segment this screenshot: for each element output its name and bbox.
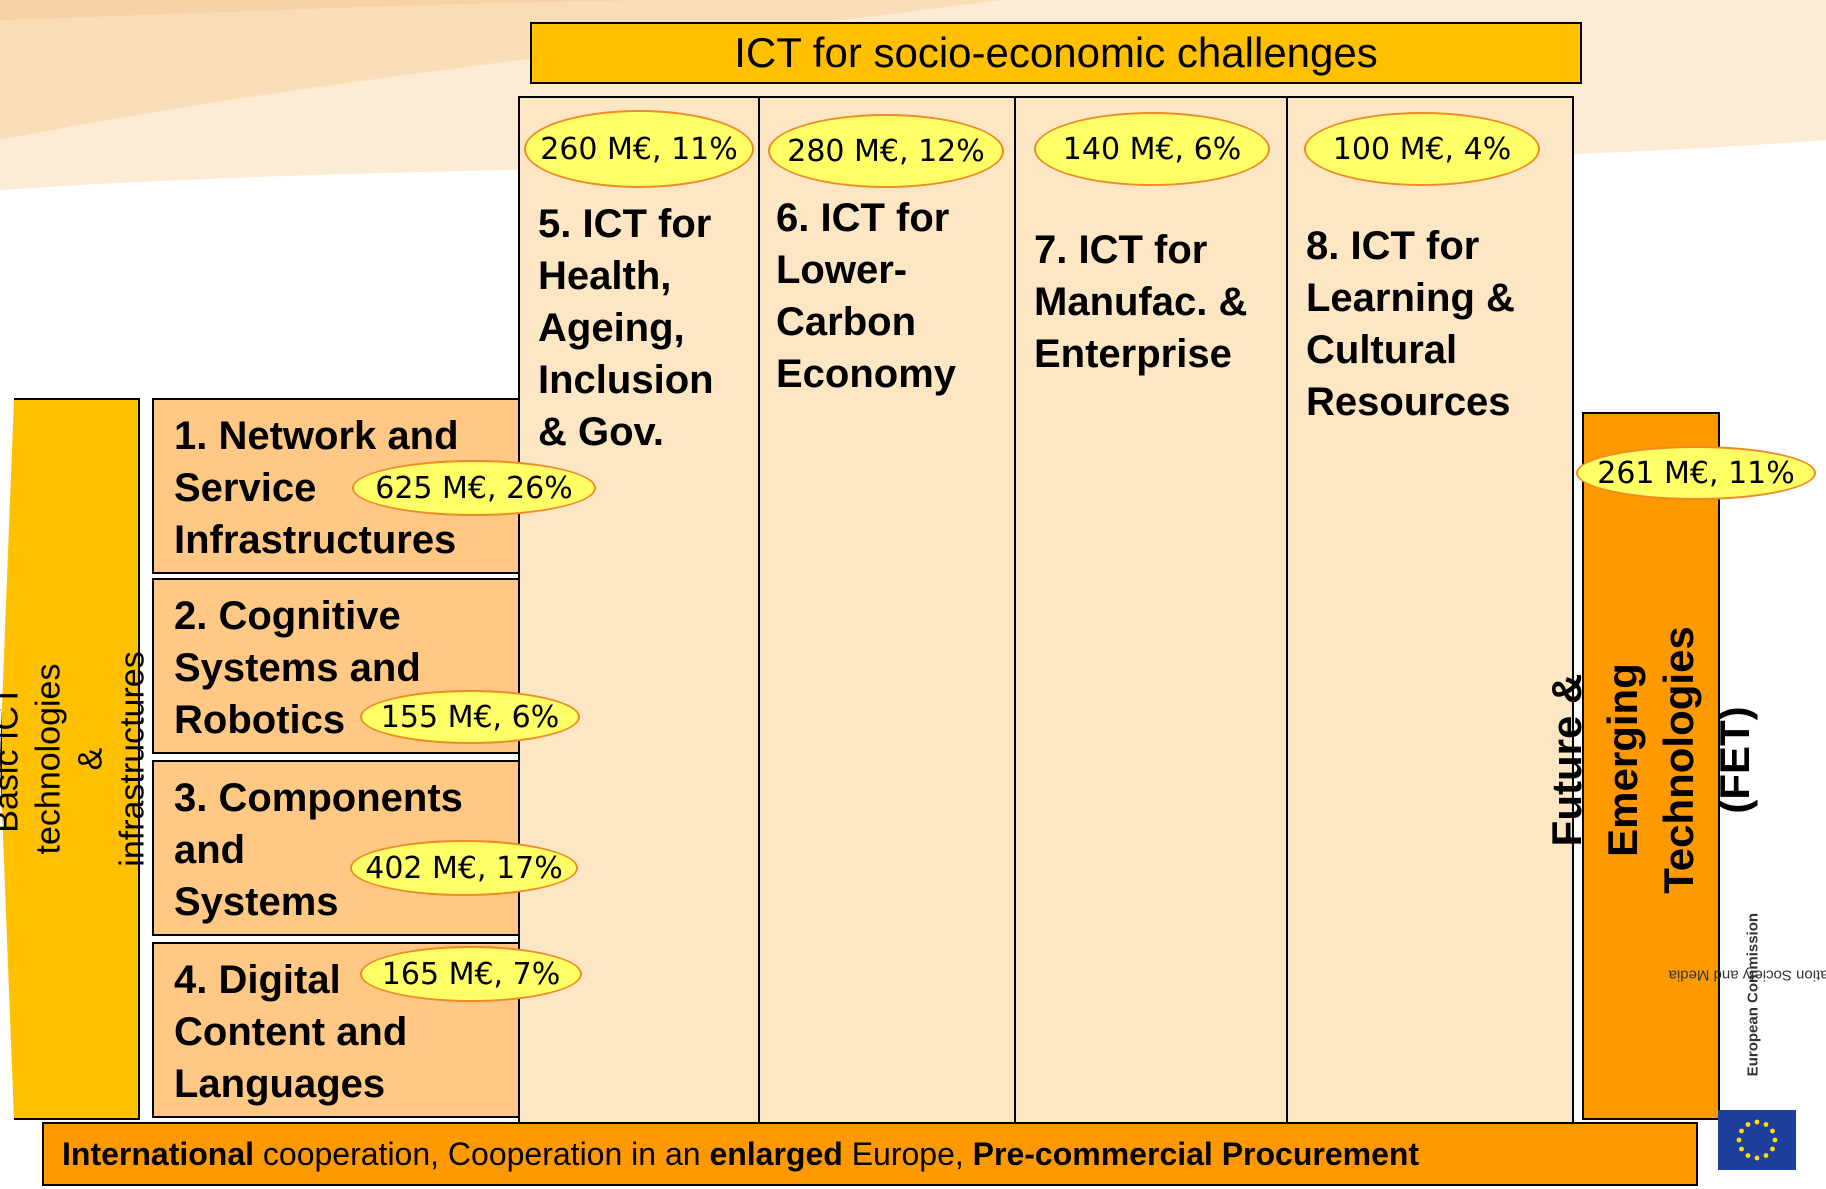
column-7-title: 7. ICT for Manufac. & Enterprise bbox=[1034, 228, 1248, 376]
eu-flag-icon bbox=[1718, 1110, 1796, 1170]
basic-ict-label-wrap: Basic ICT technologies & infrastructures bbox=[0, 398, 152, 1120]
row-4-title: 4. Digital Content and Languages bbox=[174, 958, 408, 1106]
bottom-text-enlarged: enlarged bbox=[709, 1136, 843, 1172]
row-4-budget: 165 M€, 7% bbox=[360, 946, 582, 1002]
column-7-budget: 140 M€, 6% bbox=[1034, 112, 1270, 186]
column-6-budget: 280 M€, 12% bbox=[768, 114, 1004, 188]
column-8 bbox=[1286, 96, 1574, 1126]
row-1-budget: 625 M€, 26% bbox=[352, 460, 596, 516]
fet-label-wrap: Future & Emerging Technologies (FET) bbox=[1543, 470, 1758, 1050]
row-3-title: 3. Components and Systems bbox=[174, 776, 463, 924]
column-8-budget: 100 M€, 4% bbox=[1304, 112, 1540, 186]
bottom-text-procurement: Pre-commercial Procurement bbox=[972, 1136, 1420, 1172]
ec-logo-line1: European Commission bbox=[1744, 912, 1761, 1077]
row-3-box: 3. Components and Systems bbox=[152, 760, 520, 936]
column-5 bbox=[518, 96, 760, 1126]
basic-ict-label: Basic ICT technologies & infrastructures bbox=[0, 651, 152, 867]
column-7 bbox=[1014, 96, 1288, 1126]
socio-economic-banner: ICT for socio-economic challenges bbox=[530, 22, 1582, 84]
column-5-budget: 260 M€, 11% bbox=[524, 110, 754, 188]
row-1-title: 1. Network and Service Infrastructures bbox=[174, 414, 459, 562]
row-3-budget: 402 M€, 17% bbox=[350, 840, 578, 896]
bottom-text-4: Europe, bbox=[842, 1136, 973, 1172]
ec-logo-text-wrap: European CommissionInformation Society a… bbox=[1668, 820, 1826, 1130]
column-5-title: 5. ICT for Health, Ageing, Inclusion & G… bbox=[538, 202, 714, 454]
ec-logo-line2: Information Society and Media bbox=[1668, 966, 1826, 984]
bottom-text-2: cooperation, Cooperation in an bbox=[254, 1136, 710, 1172]
basic-ict-tab bbox=[0, 398, 140, 1120]
column-6-title: 6. ICT for Lower- Carbon Economy bbox=[776, 196, 957, 396]
column-8-title: 8. ICT for Learning & Cultural Resources bbox=[1306, 224, 1515, 424]
fet-budget: 261 M€, 11% bbox=[1576, 446, 1816, 500]
ec-logo-text: European CommissionInformation Society a… bbox=[1668, 874, 1826, 1077]
row-2-budget: 155 M€, 6% bbox=[360, 690, 580, 744]
cooperation-bar: International cooperation, Cooperation i… bbox=[42, 1122, 1698, 1186]
fet-box bbox=[1582, 412, 1720, 1120]
row-2-title: 2. Cognitive Systems and Robotics bbox=[174, 594, 421, 742]
row-2-box: 2. Cognitive Systems and Robotics bbox=[152, 578, 520, 754]
bottom-text-international: International bbox=[62, 1136, 255, 1172]
